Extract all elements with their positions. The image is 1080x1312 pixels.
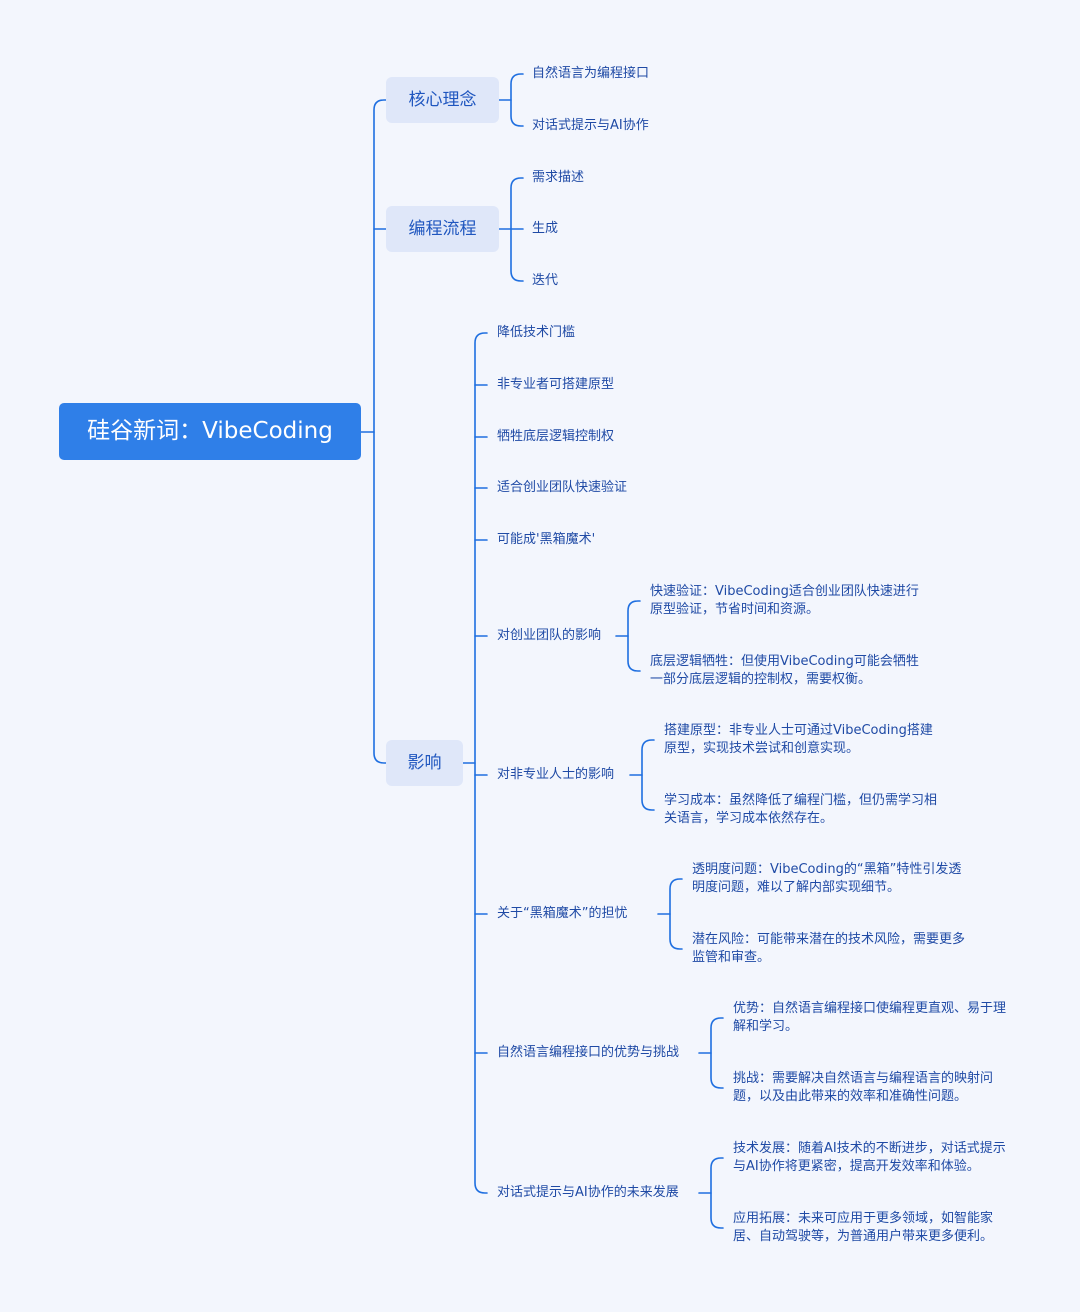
leaf-learning-cost[interactable]: 学习成本：虽然降低了编程门槛，但仍需学习相关语言，学习成本依然存在。: [664, 793, 938, 826]
node-black-box-magic[interactable]: 可能成'黑箱魔术': [497, 532, 596, 547]
leaf-advantage[interactable]: 优势：自然语言编程接口使编程更直观、易于理解和学习。: [733, 1001, 1007, 1034]
node-generate[interactable]: 生成: [532, 221, 559, 236]
node-conversational-ai[interactable]: 对话式提示与AI协作: [532, 118, 649, 133]
node-natural-language-interface[interactable]: 自然语言为编程接口: [532, 66, 650, 81]
branch-programming-flow[interactable]: 编程流程: [386, 206, 499, 252]
node-ai-future[interactable]: 对话式提示与AI协作的未来发展: [497, 1185, 679, 1200]
branch-core-concept[interactable]: 核心理念: [386, 77, 499, 123]
branch-impact[interactable]: 影响: [386, 740, 463, 786]
node-black-box-concern[interactable]: 关于“黑箱魔术”的担忧: [497, 906, 628, 921]
node-iterate[interactable]: 迭代: [532, 273, 559, 288]
leaf-build-prototype[interactable]: 搭建原型：非专业人士可通过VibeCoding搭建原型，实现技术尝试和创意实现。: [664, 723, 933, 756]
root-node[interactable]: 硅谷新词：VibeCoding: [59, 403, 361, 460]
leaf-challenge[interactable]: 挑战：需要解决自然语言与编程语言的映射问题，以及由此带来的效率和准确性问题。: [733, 1071, 994, 1104]
leaf-logic-sacrifice[interactable]: 底层逻辑牺牲：但使用VibeCoding可能会牺牲一部分底层逻辑的控制权，需要权…: [650, 654, 919, 687]
node-startup-validation[interactable]: 适合创业团队快速验证: [497, 480, 628, 495]
node-sacrifice-control[interactable]: 牺牲底层逻辑控制权: [497, 429, 615, 444]
leaf-tech-development[interactable]: 技术发展：随着AI技术的不断进步，对话式提示与AI协作将更紧密，提高开发效率和体…: [733, 1141, 1006, 1174]
node-lower-barrier[interactable]: 降低技术门槛: [497, 325, 576, 340]
node-nonexpert-prototype[interactable]: 非专业者可搭建原型: [497, 377, 615, 392]
leaf-potential-risk[interactable]: 潜在风险：可能带来潜在的技术风险，需要更多监管和审查。: [692, 932, 966, 965]
node-nonexpert-impact[interactable]: 对非专业人士的影响: [497, 767, 615, 782]
leaf-fast-validation[interactable]: 快速验证：VibeCoding适合创业团队快速进行原型验证，节省时间和资源。: [650, 584, 919, 617]
leaf-transparency[interactable]: 透明度问题：VibeCoding的“黑箱”特性引发透明度问题，难以了解内部实现细…: [692, 862, 962, 895]
node-requirements[interactable]: 需求描述: [532, 170, 585, 185]
node-nl-pros-cons[interactable]: 自然语言编程接口的优势与挑战: [497, 1045, 680, 1060]
node-startup-impact[interactable]: 对创业团队的影响: [497, 628, 602, 643]
leaf-application-expansion[interactable]: 应用拓展：未来可应用于更多领域，如智能家居、自动驾驶等，为普通用户带来更多便利。: [733, 1211, 994, 1244]
